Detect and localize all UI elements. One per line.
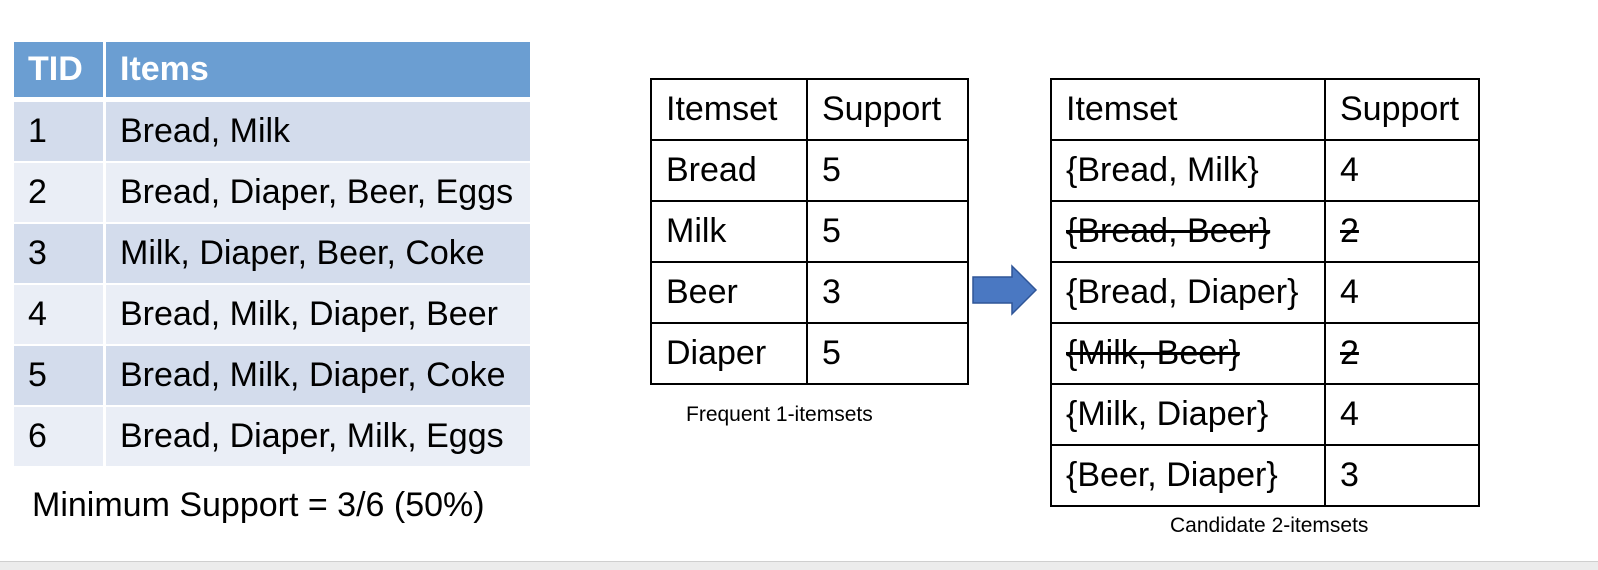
items-cell: Bread, Milk, Diaper, Beer [106,283,530,344]
minimum-support-label: Minimum Support = 3/6 (50%) [32,486,485,524]
tid-cell: 6 [14,405,106,466]
itemset-cell: Bread [650,139,808,202]
table-row: Milk 5 [650,200,969,263]
support-cell: 3 [1324,444,1480,507]
itemset-cell: {Milk, Diaper} [1050,383,1326,446]
candidate-2-itemsets-table: Itemset Support {Bread, Milk} 4 {Bread, … [1050,78,1480,507]
itemset-cell: {Bread, Beer} [1050,200,1326,263]
support-cell: 5 [806,139,969,202]
tid-cell: 1 [14,100,106,161]
support-cell: 4 [1324,383,1480,446]
frequent-1-header-row: Itemset Support [650,78,969,141]
candidate-2-header-row: Itemset Support [1050,78,1480,141]
frequent-1-caption: Frequent 1-itemsets [686,403,873,426]
candidate-2-caption: Candidate 2-itemsets [1170,514,1369,537]
support-cell: 3 [806,261,969,324]
frequent-1-itemsets-table: Itemset Support Bread 5 Milk 5 Beer 3 Di… [650,78,969,385]
table-row: 3 Milk, Diaper, Beer, Coke [14,222,530,283]
tid-cell: 5 [14,344,106,405]
items-cell: Bread, Milk [106,100,530,161]
table-row: {Bread, Diaper} 4 [1050,261,1480,324]
itemset-cell: {Bread, Milk} [1050,139,1326,202]
right-arrow-icon [972,264,1038,316]
tid-cell: 4 [14,283,106,344]
support-cell: 4 [1324,139,1480,202]
transactions-table: TID Items 1 Bread, Milk 2 Bread, Diaper,… [14,42,530,466]
tid-cell: 3 [14,222,106,283]
itemset-cell: Beer [650,261,808,324]
support-header: Support [806,78,969,141]
support-header: Support [1324,78,1480,141]
table-row: Beer 3 [650,261,969,324]
support-cell: 2 [1324,200,1480,263]
table-row: 6 Bread, Diaper, Milk, Eggs [14,405,530,466]
tid-header: TID [14,42,106,100]
support-cell: 4 [1324,261,1480,324]
itemset-cell: {Bread, Diaper} [1050,261,1326,324]
items-header: Items [106,42,530,100]
itemset-header: Itemset [650,78,808,141]
tid-cell: 2 [14,161,106,222]
transactions-header-row: TID Items [14,42,530,100]
table-row: {Bread, Milk} 4 [1050,139,1480,202]
itemset-header: Itemset [1050,78,1326,141]
support-cell: 5 [806,322,969,385]
table-row: {Milk, Diaper} 4 [1050,383,1480,446]
table-row: {Milk, Beer} 2 [1050,322,1480,385]
items-cell: Milk, Diaper, Beer, Coke [106,222,530,283]
table-row: Diaper 5 [650,322,969,385]
table-row: {Bread, Beer} 2 [1050,200,1480,263]
table-row: Bread 5 [650,139,969,202]
table-row: 5 Bread, Milk, Diaper, Coke [14,344,530,405]
table-row: 4 Bread, Milk, Diaper, Beer [14,283,530,344]
itemset-cell: {Milk, Beer} [1050,322,1326,385]
itemset-cell: Milk [650,200,808,263]
table-row: 2 Bread, Diaper, Beer, Eggs [14,161,530,222]
items-cell: Bread, Diaper, Milk, Eggs [106,405,530,466]
arrow-shape [972,264,1038,316]
support-cell: 5 [806,200,969,263]
items-cell: Bread, Milk, Diaper, Coke [106,344,530,405]
bottom-scroll-bar [0,561,1598,570]
itemset-cell: {Beer, Diaper} [1050,444,1326,507]
table-row: 1 Bread, Milk [14,100,530,161]
support-cell: 2 [1324,322,1480,385]
items-cell: Bread, Diaper, Beer, Eggs [106,161,530,222]
itemset-cell: Diaper [650,322,808,385]
table-row: {Beer, Diaper} 3 [1050,444,1480,507]
